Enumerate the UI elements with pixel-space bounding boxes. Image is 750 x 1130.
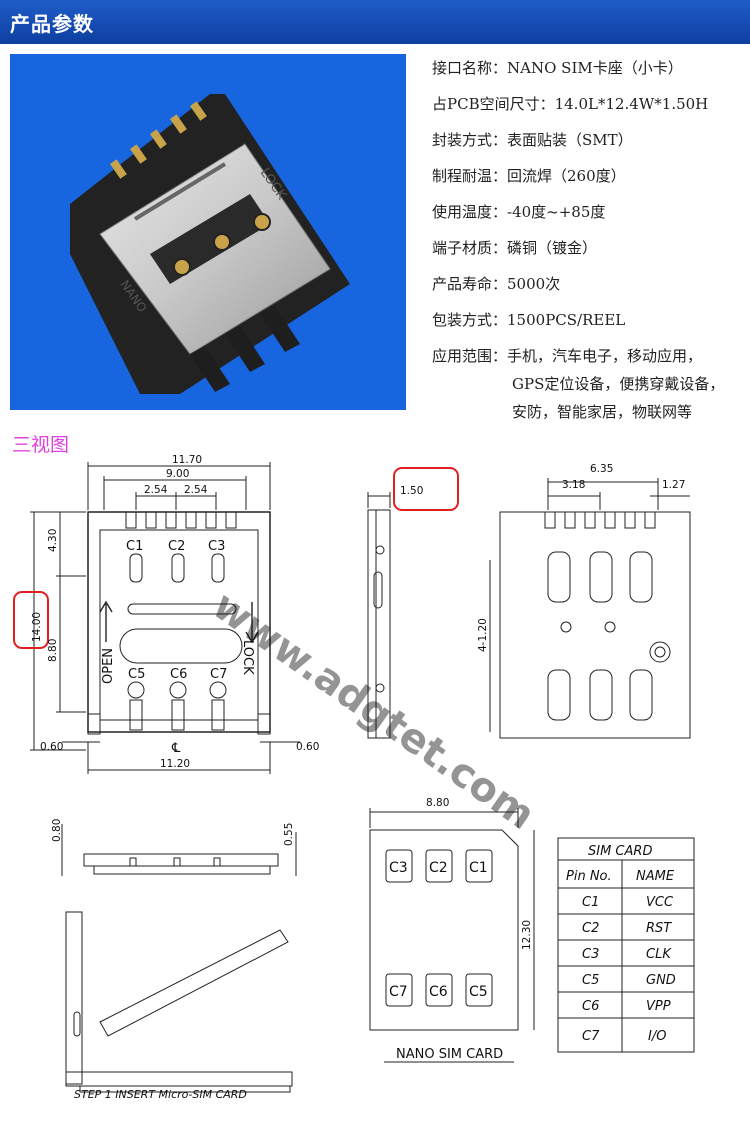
spec-row-continued: 安防，智能家居，物联网等 (512, 403, 693, 421)
spec-row: 接口名称：NANO SIM卡座（小卡） (432, 59, 683, 77)
dim-label: 1.50 (400, 485, 423, 497)
contact-label: C2 (168, 539, 185, 554)
bottom-view (489, 478, 691, 739)
dim-label: 8.80 (47, 639, 59, 662)
card-contact-label: C3 (389, 860, 408, 876)
spec-list: 接口名称：NANO SIM卡座（小卡） 占PCB空间尺寸：14.0L*12.4W… (432, 54, 750, 426)
dim-label: 11.20 (160, 758, 190, 770)
pin-table-header: Pin No. (566, 869, 612, 884)
pin-table-cell: C5 (582, 973, 599, 988)
card-contact-label: C2 (429, 860, 448, 876)
header-bar: 产品参数 (0, 0, 750, 44)
pin-table-title: SIM CARD (588, 844, 652, 859)
dim-label: 0.60 (40, 741, 63, 753)
pin-table-cell: C2 (582, 921, 599, 936)
pin-table-cell: VPP (646, 999, 671, 1014)
views-title: 三视图 (12, 434, 70, 456)
card-caption: NANO SIM CARD (396, 1047, 503, 1062)
pin-table-cell: C1 (582, 895, 599, 910)
contact-label: C1 (126, 539, 143, 554)
top-view (30, 462, 300, 774)
dim-label: 11.70 (172, 454, 202, 466)
pin-table-cell: C6 (582, 999, 599, 1014)
spec-row: 封装方式：表面贴装（SMT） (432, 131, 633, 149)
pin-table-grid (557, 837, 695, 1053)
open-label: OPEN (101, 648, 116, 684)
arrow-up-icon (99, 600, 113, 642)
spec-row: 包装方式：1500PCS/REEL (432, 311, 626, 329)
step-view (65, 911, 293, 1093)
nano-sim-card-drawing (369, 808, 535, 1063)
card-contact-label: C1 (469, 860, 488, 876)
dim-label: 3.18 (562, 479, 585, 491)
spec-row: 制程耐温：回流焊（260度） (432, 167, 626, 185)
product-photo: LOCK NANO (10, 54, 406, 410)
spec-row: 端子材质：磷铜（镀金） (432, 239, 598, 257)
highlight-box (13, 591, 49, 649)
card-contact-label: C7 (389, 984, 408, 1000)
dim-label: 4.30 (47, 529, 59, 552)
pin-table-header: NAME (636, 869, 675, 884)
front-view (61, 824, 297, 876)
contact-label: C6 (170, 667, 187, 682)
spec-row-continued: GPS定位设备，便携穿戴设备， (512, 375, 725, 393)
dim-label: 6.35 (590, 463, 613, 475)
spec-row: 应用范围：手机，汽车电子，移动应用， (432, 347, 703, 365)
header-title: 产品参数 (10, 12, 94, 36)
contact-label: C7 (210, 667, 227, 682)
spec-row: 占PCB空间尺寸：14.0L*12.4W*1.50H (432, 95, 709, 113)
contact-label: C5 (128, 667, 145, 682)
dim-label: 12.30 (521, 920, 533, 950)
pin-table-cell: CLK (646, 947, 672, 962)
dim-label: 0.80 (51, 819, 63, 842)
dim-label: 14.00 (31, 612, 43, 642)
dim-label: 1.27 (662, 479, 685, 491)
watermark: www.adgtet.com (204, 583, 543, 839)
pin-table-cell: C7 (582, 1029, 600, 1044)
dim-label: 0.60 (296, 741, 319, 753)
centerline-label: ℄ (171, 741, 181, 756)
dim-label: 8.80 (426, 797, 449, 809)
spec-row: 使用温度：-40度~+85度 (432, 203, 606, 221)
dim-label: 0.55 (283, 823, 295, 846)
dim-label: 2.54 (184, 484, 208, 496)
pin-table-cell: VCC (646, 895, 674, 910)
step-caption: STEP 1 INSERT Micro-SIM CARD (74, 1088, 247, 1101)
card-contact-label: C5 (469, 984, 488, 1000)
spec-row: 产品寿命：5000次 (432, 275, 561, 293)
dim-label: 2.54 (144, 484, 168, 496)
dim-label: 9.00 (166, 468, 189, 480)
arrow-down-icon (245, 602, 259, 644)
pin-table-cell: GND (646, 973, 676, 988)
technical-drawing: www.adgtet.com 11.70 9.00 2.54 2.54 4.30… (13, 454, 695, 1101)
side-view (367, 492, 391, 739)
pin-table-cell: C3 (582, 947, 599, 962)
highlight-box (393, 467, 459, 511)
pin-table-cell: I/O (648, 1029, 666, 1044)
lock-label: LOCK (240, 640, 255, 675)
pin-table-cell: RST (646, 921, 672, 936)
dim-label: 4-1.20 (477, 618, 489, 652)
contact-label: C3 (208, 539, 225, 554)
card-contact-label: C6 (429, 984, 448, 1000)
